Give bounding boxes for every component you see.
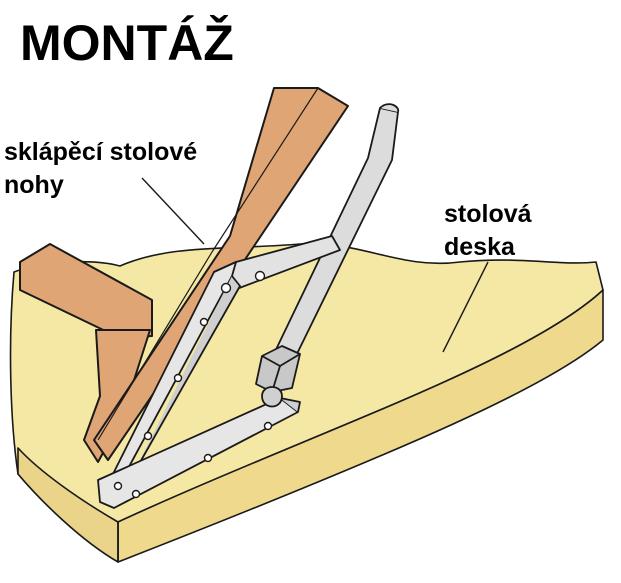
table-top-label-line-2: deska <box>444 233 515 261</box>
folding-legs-label: sklápěcí stolové nohy <box>4 136 197 202</box>
folding-legs-label-line-2: nohy <box>4 171 64 199</box>
folding-bracket <box>97 103 400 509</box>
folding-legs-label-line-1: sklápěcí stolové <box>4 138 198 166</box>
desk-leader-line <box>442 261 489 353</box>
page-title: MONTÁŽ <box>20 15 234 71</box>
bracket-screws <box>113 270 273 499</box>
legs-leader-line <box>141 177 205 245</box>
table-top-label-line-1: stolová <box>444 200 532 228</box>
table-top-label: stolová deska <box>444 198 532 264</box>
